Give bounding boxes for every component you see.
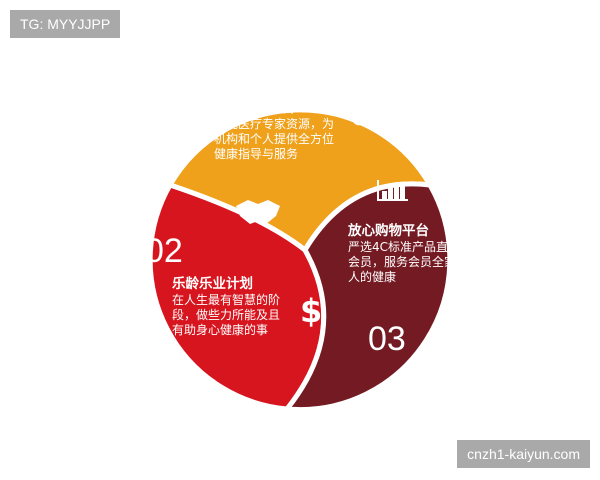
segment-line: 段，做些力所能及且 [172, 308, 281, 322]
segment-line: 机构和个人提供全方位 [214, 132, 335, 146]
segment-line: 有助身心健康的事 [172, 323, 269, 337]
segment-text-02: 乐龄乐业计划 在人生最有智慧的阶 段，做些力所能及且 有助身心健康的事 [172, 276, 280, 338]
segment-number-03: 03 [368, 320, 406, 358]
handshake-icon [236, 200, 280, 224]
segment-text-03: 放心购物平台 严选4C标准产品直供 会员，服务会员全家 人的健康 [348, 223, 460, 285]
segment-maroon [282, 181, 453, 413]
segment-line: 在人生最有智慧的阶 [172, 293, 281, 307]
segment-line: 依托医疗专家资源，为 [214, 117, 335, 131]
dollar-icon: $ [300, 292, 323, 330]
segment-text-01: 健康服务平台 依托医疗专家资源，为 机构和个人提供全方位 健康指导与服务 [214, 100, 334, 162]
segment-line: 会员，服务会员全家 [348, 255, 457, 269]
segment-title: 健康服务平台 [214, 100, 295, 116]
segment-number-01: 01 [350, 95, 388, 133]
segment-title: 乐龄乐业计划 [172, 276, 253, 292]
segment-line: 人的健康 [348, 270, 397, 284]
segment-line: 健康指导与服务 [214, 147, 299, 161]
watermark-top-left: TG: MYYJJPP [10, 10, 121, 38]
watermark-bottom-right: cnzh1-kaiyun.com [457, 440, 590, 468]
segment-title: 放心购物平台 [348, 223, 429, 239]
bar-chart-icon [377, 180, 408, 201]
segment-number-02: 02 [145, 232, 183, 270]
segment-line: 严选4C标准产品直供 [348, 240, 461, 254]
